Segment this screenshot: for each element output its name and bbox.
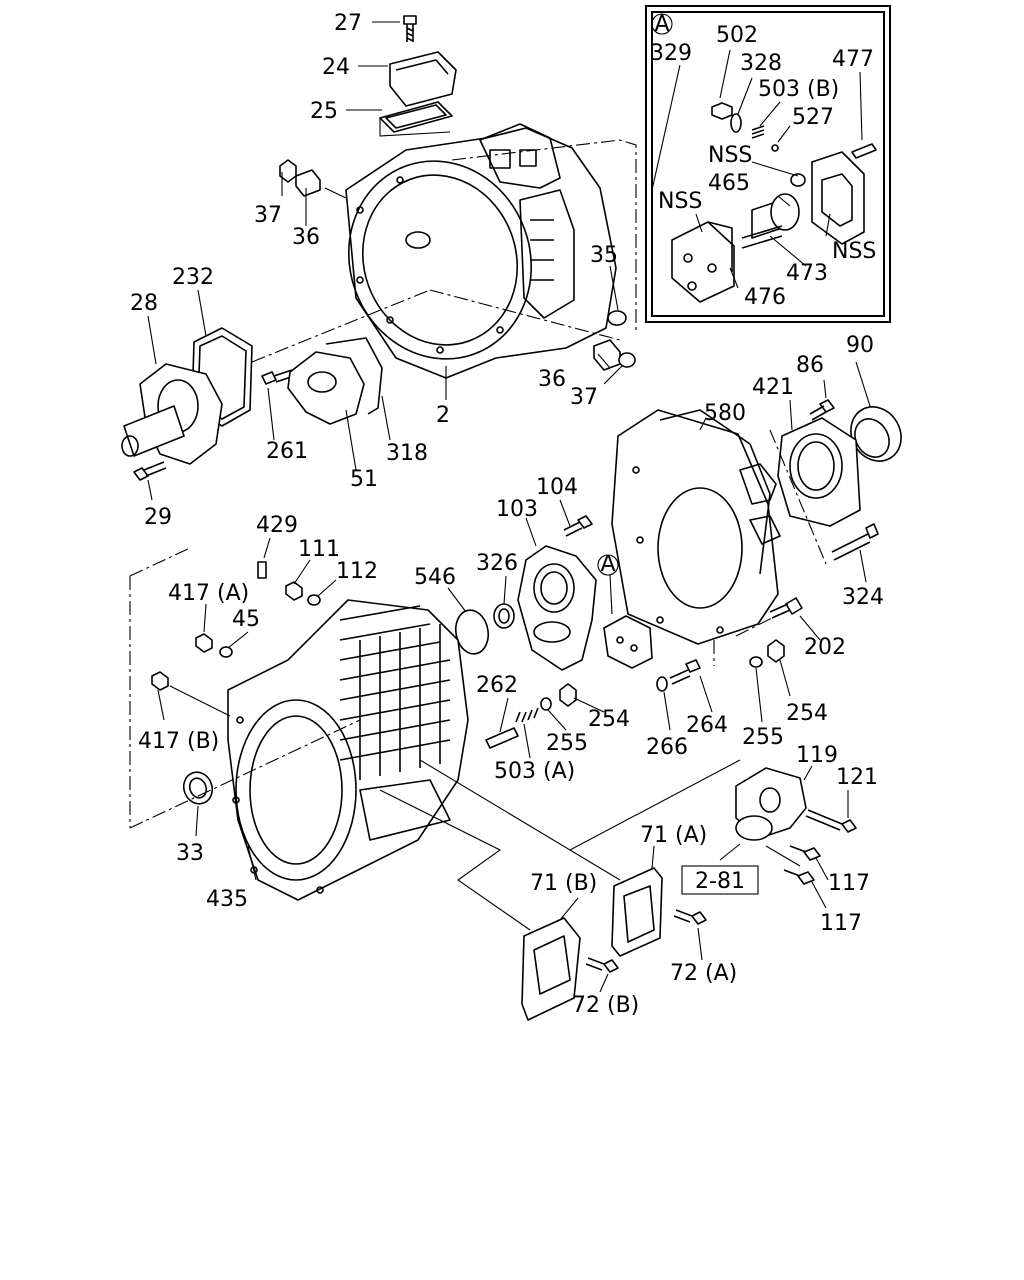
label-254-left: 254 xyxy=(588,707,630,732)
inset-marker-a: A xyxy=(654,12,669,37)
label-502: 502 xyxy=(716,23,758,48)
label-232: 232 xyxy=(172,265,214,290)
bottom-leader-lines xyxy=(379,759,849,993)
label-417a: 417 (A) xyxy=(168,581,249,606)
intermediate-plate-group xyxy=(454,515,653,671)
label-111: 111 xyxy=(298,537,340,562)
label-324: 324 xyxy=(842,585,884,610)
cover-group xyxy=(521,767,857,1021)
label-51: 51 xyxy=(350,467,378,492)
label-37-left: 37 xyxy=(254,203,282,228)
label-328: 328 xyxy=(740,51,782,76)
label-318: 318 xyxy=(386,441,428,466)
label-36-right: 36 xyxy=(538,367,566,392)
rear-case-group xyxy=(611,399,902,692)
pump-assembly-drawing xyxy=(671,102,877,303)
label-25: 25 xyxy=(310,99,338,124)
label-72a: 72 (A) xyxy=(670,961,737,986)
label-202: 202 xyxy=(804,635,846,660)
label-nss-3: NSS xyxy=(832,239,876,264)
label-104: 104 xyxy=(536,475,578,500)
label-37-right: 37 xyxy=(570,385,598,410)
middle-leader-lines xyxy=(447,499,613,615)
label-121: 121 xyxy=(836,765,878,790)
detail-a-inset: A xyxy=(645,5,891,323)
label-546: 546 xyxy=(414,565,456,590)
label-254-right: 254 xyxy=(786,701,828,726)
label-117-lower: 117 xyxy=(820,911,862,936)
label-476: 476 xyxy=(744,285,786,310)
label-477: 477 xyxy=(832,47,874,72)
label-264: 264 xyxy=(686,713,728,738)
label-429: 429 xyxy=(256,513,298,538)
label-45: 45 xyxy=(232,607,260,632)
label-580: 580 xyxy=(704,401,746,426)
label-465: 465 xyxy=(708,171,750,196)
label-71b: 71 (B) xyxy=(530,871,597,896)
label-503b: 503 (B) xyxy=(758,77,839,102)
marker-a: A xyxy=(600,552,615,577)
label-435: 435 xyxy=(206,887,248,912)
label-24: 24 xyxy=(322,55,350,80)
reference-box-2-81 xyxy=(681,865,759,895)
label-417b: 417 (B) xyxy=(138,729,219,754)
label-33: 33 xyxy=(176,841,204,866)
inset-leader-lines xyxy=(651,49,863,289)
label-27: 27 xyxy=(334,11,362,36)
upper-leader-lines xyxy=(147,21,637,501)
label-72b: 72 (B) xyxy=(572,993,639,1018)
label-329: 329 xyxy=(650,41,692,66)
label-255-right: 255 xyxy=(742,725,784,750)
label-527: 527 xyxy=(792,105,834,130)
label-28: 28 xyxy=(130,291,158,316)
label-2-81: 2-81 xyxy=(695,869,745,894)
label-503a: 503 (A) xyxy=(494,759,575,784)
label-112: 112 xyxy=(336,559,378,584)
label-36-left: 36 xyxy=(292,225,320,250)
label-2: 2 xyxy=(436,403,450,428)
label-326: 326 xyxy=(476,551,518,576)
label-255-left: 255 xyxy=(546,731,588,756)
label-119: 119 xyxy=(796,743,838,768)
label-86: 86 xyxy=(796,353,824,378)
label-473: 473 xyxy=(786,261,828,286)
label-266: 266 xyxy=(646,735,688,760)
label-262: 262 xyxy=(476,673,518,698)
label-35: 35 xyxy=(590,243,618,268)
label-421: 421 xyxy=(752,375,794,400)
label-261: 261 xyxy=(266,439,308,464)
lower-leader-lines xyxy=(129,537,605,881)
label-nss-2: NSS xyxy=(658,189,702,214)
clutch-housing-group xyxy=(121,15,636,481)
label-90: 90 xyxy=(846,333,874,358)
right-leader-lines xyxy=(663,361,871,731)
label-nss-1: NSS xyxy=(708,143,752,168)
label-29: 29 xyxy=(144,505,172,530)
label-103: 103 xyxy=(496,497,538,522)
label-117-upper: 117 xyxy=(828,871,870,896)
label-71a: 71 (A) xyxy=(640,823,707,848)
transmission-case-group xyxy=(151,561,577,901)
